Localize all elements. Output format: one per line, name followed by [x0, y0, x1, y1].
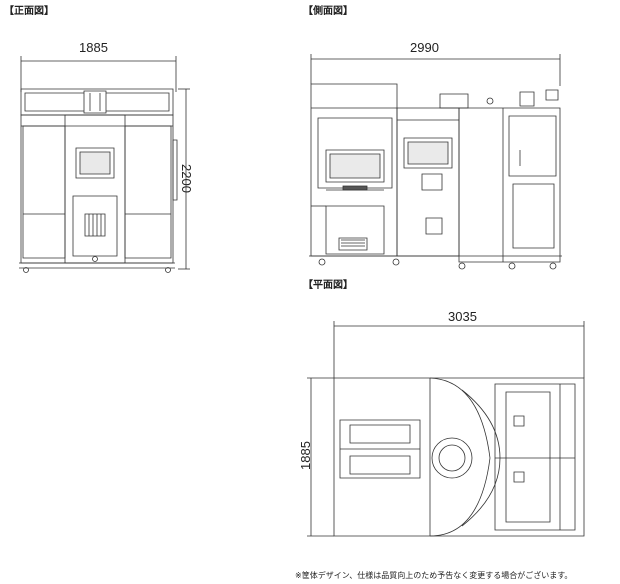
front-view-label: 【正面図】 — [4, 6, 54, 17]
side-view-label: 【側面図】 — [303, 6, 353, 17]
side-width-dimension: 2990 — [410, 40, 439, 55]
plan-width-dimension: 3035 — [448, 309, 477, 324]
disclaimer-note: ※筐体デザイン、仕様は品質向上のため予告なく変更する場合がございます。 — [295, 571, 573, 580]
front-width-dimension: 1885 — [79, 40, 108, 55]
plan-view-label: 【平面図】 — [303, 280, 353, 291]
